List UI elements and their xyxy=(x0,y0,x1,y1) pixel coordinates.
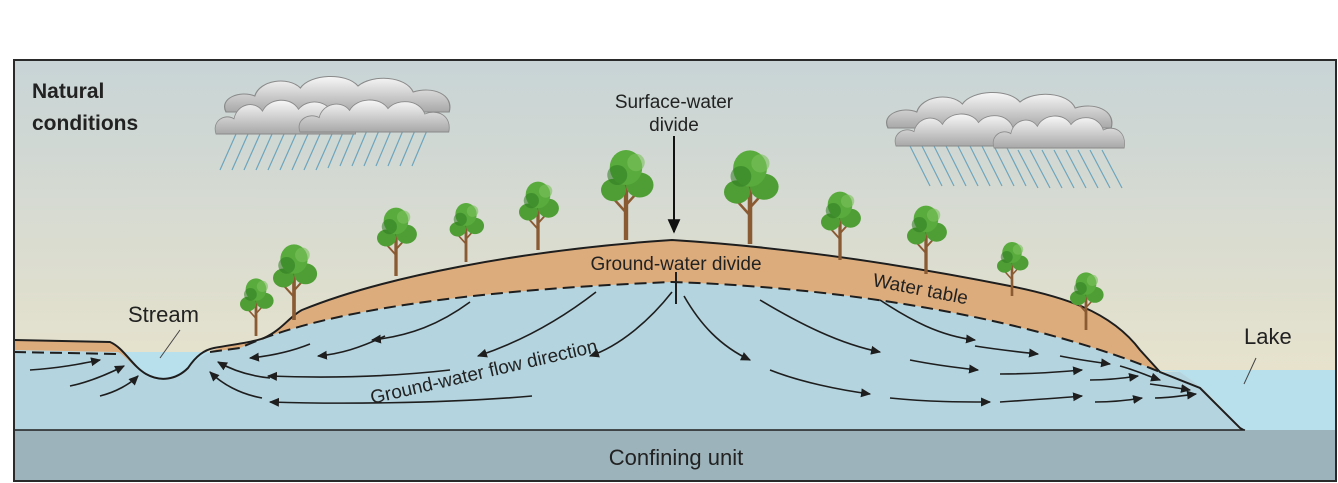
diagram-frame xyxy=(13,59,1337,482)
land-surface xyxy=(14,238,1336,469)
soil-zone xyxy=(14,340,146,374)
title-line-2: conditions xyxy=(32,112,138,135)
confining-unit-label: Confining unit xyxy=(609,445,744,470)
groundwater-zone xyxy=(14,282,1240,430)
surface-divide-label-2: divide xyxy=(649,115,699,136)
title-line-1: Natural xyxy=(32,80,104,103)
groundwater-divide-label: Ground-water divide xyxy=(590,254,761,275)
flow-arrows xyxy=(29,291,1198,407)
water-table-line xyxy=(14,280,1161,373)
confining-unit xyxy=(14,430,1336,481)
lake-leader xyxy=(1243,357,1257,385)
lake-label: Lake xyxy=(1244,324,1292,349)
surface-divide-label-1: Surface-water xyxy=(615,92,734,113)
stream-label: Stream xyxy=(128,302,199,327)
rain-left xyxy=(219,127,429,171)
rain-right xyxy=(909,145,1123,189)
stream-leader xyxy=(159,329,181,359)
soil-hill xyxy=(210,240,1160,372)
